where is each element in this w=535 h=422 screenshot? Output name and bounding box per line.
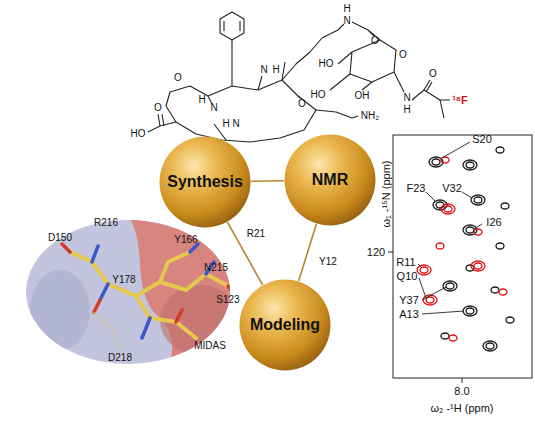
peak-label: Q10 [397,271,418,282]
residue-label: R21 [247,229,265,239]
residue-label: N215 [204,263,228,273]
gold-sphere [285,135,376,226]
atom-label: H [222,119,229,129]
surface-shade [30,270,90,350]
protein-surface [128,215,245,372]
hydrogen-bonds [94,312,120,350]
phenyl-ring [220,12,244,40]
sphere-node: Synthesis [159,136,251,228]
atom-label: H [272,65,279,75]
guanidine-bonds [316,110,358,118]
isotope-label: ¹⁸F [452,95,468,106]
node-title: NMR [284,171,376,189]
residue-label: Y166 [174,235,197,245]
atom-label: N [403,93,410,103]
atom-label: H [198,95,205,105]
residue-label: Y178 [112,275,135,285]
leader-lines [418,142,482,314]
residue-sticks [62,244,236,322]
peak-label: I26 [486,217,501,228]
connector-line [299,224,317,281]
peak-label: R11 [396,257,415,268]
atom-label: N [260,65,267,75]
peak-label: S20 [472,134,492,145]
atom-label: O [399,50,407,60]
acid-bonds [148,114,176,132]
spectrum-frame [393,135,532,378]
atom-label: NH₂ [361,111,379,121]
residue-label: D218 [108,353,132,363]
atom-label: HO [319,59,334,69]
node-title: Modeling [239,316,331,334]
protein-surface [20,215,245,370]
atom-label: O [154,103,162,113]
atom-label: O [371,36,379,46]
peak-label: F23 [407,183,426,194]
atom-label: HO [131,129,146,139]
residue-label: R216 [94,218,118,228]
node-title: Synthesis [159,173,251,191]
sugar-ring [330,40,404,92]
atom-label: H [403,105,410,115]
atom-label: OH [355,91,370,101]
peak-label: Y37 [399,295,419,306]
atom-label: N [343,16,350,26]
axis-tick-label: 120 [367,247,385,258]
amide-bonds [208,62,300,140]
axis-title: ω₁ -¹⁵N (ppm) [381,161,392,228]
peak-label: V32 [442,183,462,194]
residue-label: Y12 [319,257,337,267]
sphere-node: Modeling [239,279,331,371]
residue-sticks [92,244,214,338]
connector-line [251,180,284,182]
peak-label: A13 [399,309,419,320]
amide-bonds [412,80,450,118]
residue-label: S123 [216,295,239,305]
atom-label: N [210,103,217,113]
metal-site-label: MIDAS [194,341,226,351]
axis-title: ω₂ -¹H (ppm) [431,403,494,414]
atom-label: HO [311,90,326,100]
atom-label: O [174,73,182,83]
gold-sphere [160,137,251,228]
residue-label: D150 [48,233,72,243]
axis-tick [388,252,462,383]
gold-sphere [240,280,331,371]
macrocycle-bonds [166,80,316,142]
atom-label: H [343,4,350,14]
atom-label: O [429,69,437,79]
atom-label: O [298,99,306,109]
sphere-node: NMR [284,134,376,226]
atom-label: N [232,119,239,129]
axis-tick-label: 8.0 [454,386,469,397]
